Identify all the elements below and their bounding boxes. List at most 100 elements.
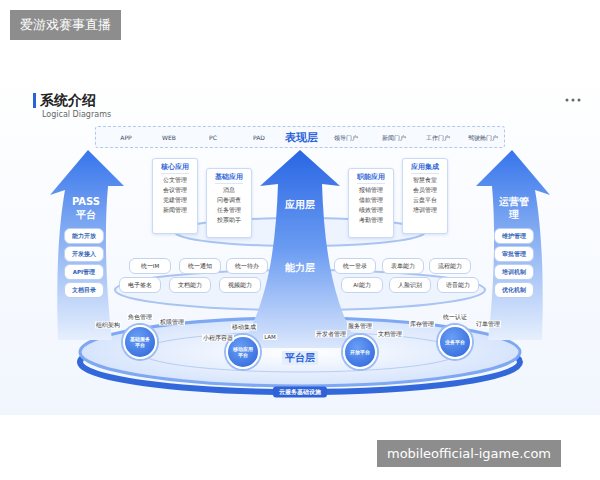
label: 服务管理 bbox=[347, 323, 373, 330]
card-node: 应用集成智慧食堂会员管理云盘平台培训管理 bbox=[402, 158, 448, 234]
node-text: 表单能力 bbox=[391, 263, 415, 270]
node-text: 能力层 bbox=[285, 262, 315, 275]
node-text: 运营管理 bbox=[495, 196, 533, 221]
node-text: 语音能力 bbox=[446, 282, 470, 289]
node-text: 党建管理 bbox=[163, 197, 187, 204]
label: 库存管理 bbox=[409, 321, 435, 328]
node-text: 投票助手 bbox=[217, 217, 241, 224]
node-text: 会员管理 bbox=[413, 187, 437, 194]
center-arrow bbox=[240, 150, 360, 348]
label: 权限管理 bbox=[159, 319, 185, 326]
node-text: WEB bbox=[162, 134, 176, 142]
node-text: 会议管理 bbox=[163, 187, 187, 194]
node-text: 借款管理 bbox=[359, 197, 383, 204]
cap-node: 视频能力 bbox=[219, 277, 261, 293]
node-text: 核心应用 bbox=[161, 163, 189, 174]
cap-node: 统一通知 bbox=[179, 258, 221, 274]
node-text: 统一通知 bbox=[188, 263, 212, 270]
pill-node: 审批管理 bbox=[494, 246, 534, 262]
pill-node: 维护管理 bbox=[494, 228, 534, 244]
node-text: 新闻门户 bbox=[382, 134, 406, 142]
label: LAM bbox=[263, 334, 277, 340]
node-text: 工作门户 bbox=[426, 134, 450, 142]
node-text: PC bbox=[209, 134, 217, 142]
node-text: 移动应用平台 bbox=[232, 346, 254, 359]
cap-node: 电子签名 bbox=[119, 277, 161, 293]
pill-node: 开发接入 bbox=[64, 246, 104, 262]
title-bar bbox=[33, 93, 36, 108]
pill-node: 文档目录 bbox=[64, 282, 104, 298]
node-text: API管理 bbox=[73, 269, 95, 276]
node-text: 维护管理 bbox=[502, 233, 526, 240]
bar-node: APP WEB PC PAD 表现层 领导门户 新闻门户 工作门户 驾驶舱门户 bbox=[95, 126, 505, 148]
node-text: PAD bbox=[253, 134, 265, 142]
node-text: 审批管理 bbox=[502, 251, 526, 258]
label: 小程序容器 bbox=[202, 335, 234, 342]
node-text: 培训管理 bbox=[413, 207, 437, 214]
node-text: 文档能力 bbox=[178, 282, 202, 289]
arrow-node: 运营管理维护管理审批管理培训机制优化机制 bbox=[478, 150, 550, 340]
cap-node: 统一登录 bbox=[334, 258, 376, 274]
node-text: 培训机制 bbox=[502, 269, 526, 276]
node-text: 人脸识别 bbox=[398, 282, 422, 289]
label: 组织架构 bbox=[95, 322, 121, 329]
title: 系统介绍 bbox=[40, 92, 96, 110]
pill-node: 能力开放 bbox=[64, 228, 104, 244]
node-text: 表现层 bbox=[285, 131, 318, 145]
pill-node: 培训机制 bbox=[494, 264, 534, 280]
more-dots bbox=[566, 99, 581, 102]
arrow-node: 应用层能力层 bbox=[262, 150, 338, 350]
node-text: 开发接入 bbox=[72, 251, 96, 258]
card-node: 职能应用报销管理借款管理绩效管理考勤管理 bbox=[348, 168, 394, 238]
node-text: 应用集成 bbox=[411, 163, 439, 174]
label: 统一认证 bbox=[442, 314, 468, 321]
node-text: 消息 bbox=[223, 187, 235, 194]
node-text: 考勤管理 bbox=[359, 217, 383, 224]
circle-node: 业务平台 bbox=[438, 325, 472, 359]
node-text: 文档目录 bbox=[72, 287, 96, 294]
node-text: 统一待办 bbox=[235, 263, 259, 270]
node-text: APP bbox=[120, 134, 131, 142]
cap-node: 语音能力 bbox=[437, 277, 479, 293]
node-text: 新闻管理 bbox=[163, 207, 187, 214]
node-text: 视频能力 bbox=[228, 282, 252, 289]
label: 订单管理 bbox=[475, 321, 501, 328]
label: 文档管理 bbox=[377, 331, 403, 338]
arrow-node: PASS 平台能力开放开发接入 API管理文档目录 bbox=[50, 150, 122, 340]
node-text: 电子签名 bbox=[128, 282, 152, 289]
node-text: 绩效管理 bbox=[359, 207, 383, 214]
node-text: 统一IM bbox=[141, 263, 159, 270]
cap-node: 统一IM bbox=[129, 258, 171, 274]
circle-node: 开放平台 bbox=[343, 335, 377, 369]
node-text: 开放平台 bbox=[349, 349, 371, 355]
cap-node: 流程能力 bbox=[429, 258, 471, 274]
cap-node: 文档能力 bbox=[169, 277, 211, 293]
node-text: 报销管理 bbox=[359, 187, 383, 194]
cap-node: 表单能力 bbox=[382, 258, 424, 274]
node-text: 职能应用 bbox=[357, 173, 385, 184]
card-node: 核心应用公文管理会议管理党建管理新闻管理 bbox=[152, 158, 198, 234]
cap-node: 人脸识别 bbox=[389, 277, 431, 293]
circle-node: 基础服务平台 bbox=[123, 325, 157, 359]
label: 云服务基础设施 bbox=[273, 387, 327, 398]
pill-node: 优化机制 bbox=[494, 282, 534, 298]
node-text: 公文管理 bbox=[163, 177, 187, 184]
label: 平台层 bbox=[282, 351, 318, 365]
node-text: 问卷调查 bbox=[217, 197, 241, 204]
label: 开发者管理 bbox=[315, 331, 347, 338]
label: 移动集成 bbox=[231, 324, 257, 331]
node-text: 能力开放 bbox=[72, 233, 96, 240]
node-text: 业务平台 bbox=[444, 339, 466, 345]
node-text: 智慧食堂 bbox=[413, 177, 437, 184]
node-text: 驾驶舱门户 bbox=[468, 134, 498, 142]
node-text: 统一登录 bbox=[343, 263, 367, 270]
cap-node: AI能力 bbox=[341, 277, 383, 293]
node-text: AI能力 bbox=[353, 282, 370, 289]
node-text: PASS 平台 bbox=[67, 196, 105, 221]
node-text: 领导门户 bbox=[334, 134, 358, 142]
node-text: 基础应用 bbox=[215, 173, 243, 184]
cap-node: 统一待办 bbox=[226, 258, 268, 274]
node-text: 应用层 bbox=[285, 199, 315, 212]
node-text: 流程能力 bbox=[438, 263, 462, 270]
side-arrow bbox=[476, 150, 550, 340]
